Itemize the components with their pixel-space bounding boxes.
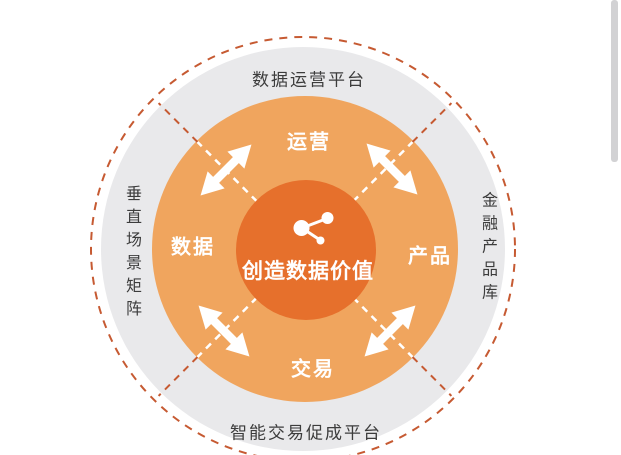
outer-dashed-border xyxy=(90,36,516,455)
divider-nw-outer xyxy=(157,102,199,143)
divider-sw-inner xyxy=(196,296,258,358)
divider-se-outer xyxy=(411,356,453,397)
scrollbar-thumb[interactable] xyxy=(611,0,618,162)
quadrant-dividers-outer xyxy=(157,102,453,397)
quadrant-label-operations: 运营 xyxy=(287,131,331,154)
outer-label-left: 垂直场景矩阵 xyxy=(123,185,140,323)
center-circle xyxy=(236,180,376,320)
divider-ne-outer xyxy=(411,102,453,143)
exchange-arrow-se xyxy=(364,305,416,357)
exchange-arrow-sw xyxy=(198,305,250,357)
divider-se-inner xyxy=(352,296,414,358)
quadrant-label-product: 产品 xyxy=(408,245,452,268)
center-title: 创造数据价值 xyxy=(242,260,374,283)
exchange-arrows xyxy=(198,143,418,357)
outer-label-right: 金融产品库 xyxy=(479,191,496,307)
exchange-arrow-nw xyxy=(200,144,252,196)
share-network-icon xyxy=(293,212,334,245)
divider-sw-outer xyxy=(157,356,199,397)
outer-label-top: 数据运营平台 xyxy=(252,70,366,90)
divider-ne-inner xyxy=(352,141,414,203)
quadrant-label-data: 数据 xyxy=(171,236,215,259)
exchange-arrow-ne xyxy=(366,143,418,195)
outer-label-bottom: 智能交易促成平台 xyxy=(230,423,382,443)
quadrant-label-trading: 交易 xyxy=(291,358,335,381)
quadrant-dividers-inner xyxy=(196,141,414,358)
